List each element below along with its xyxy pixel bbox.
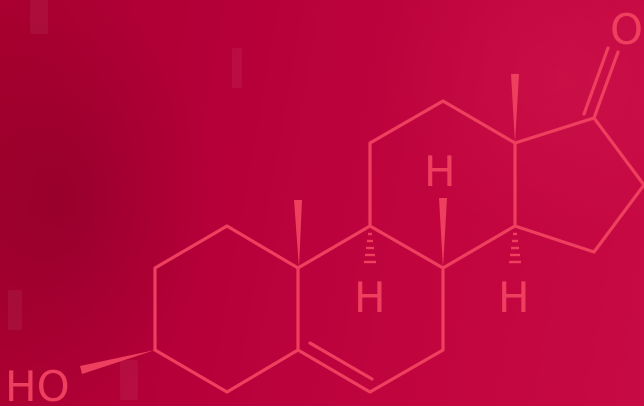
ring-b-double-bond [308,341,374,381]
ring-c-bonds [368,99,517,270]
hydroxyl-label: HO [5,362,70,406]
ring-d-bonds [513,116,644,254]
ketone-bond-2 [582,46,610,116]
faint-background-mark [8,290,22,330]
hydrogen-label-b-ring: H [354,273,386,322]
ring-a-bonds [153,224,300,394]
hydrogen-label-c-ring: H [424,147,456,196]
ring-b-bonds [296,224,445,394]
oxygen-label: O [610,5,643,54]
hydroxyl-wedge [80,350,155,374]
faint-background-mark [30,0,48,34]
methyl-wedge-c13 [511,74,519,143]
hashed-bond-c14 [509,232,521,264]
faint-background-mark [232,48,242,88]
hydrogen-label-d-ring: H [498,273,530,322]
ketone-bond-1 [592,50,620,120]
methyl-wedge-c10 [294,200,302,268]
hydrogen-wedge-c8 [439,198,447,268]
faint-background-mark [120,360,138,400]
hashed-bond-c9 [364,232,376,264]
